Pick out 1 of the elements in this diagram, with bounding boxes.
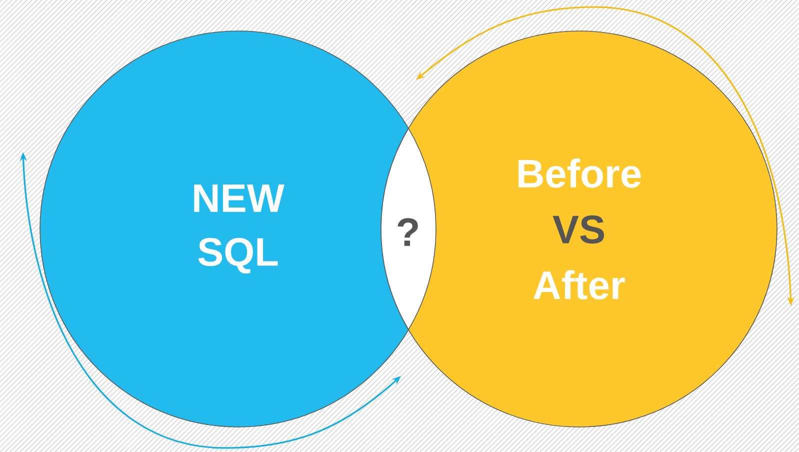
intersection-lens: ?: [380, 128, 436, 330]
